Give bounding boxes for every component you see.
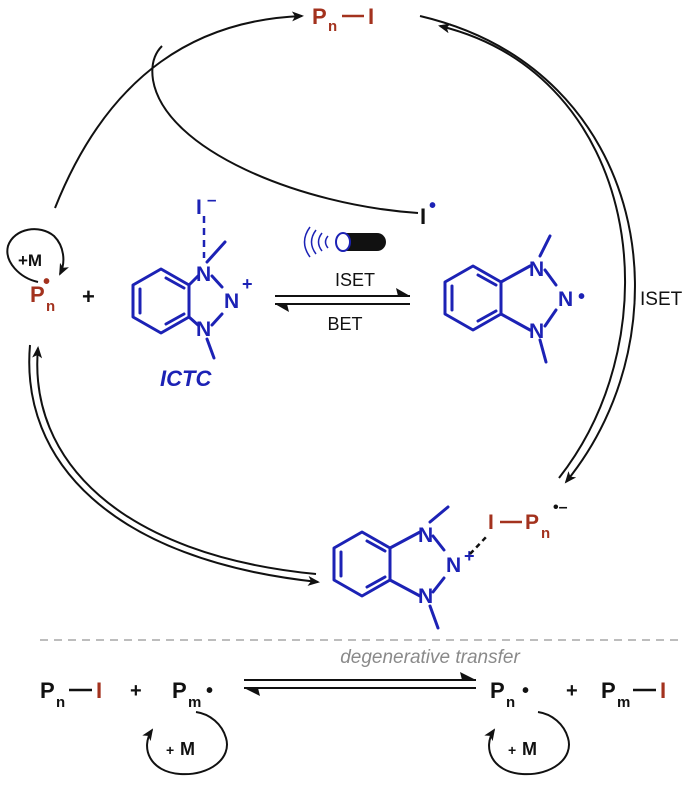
complex-n3: N bbox=[418, 585, 433, 608]
ictc-n1: N bbox=[196, 263, 211, 286]
degenerative-right: P n • + P m I bbox=[490, 678, 666, 711]
left-loop-label: +M bbox=[18, 251, 42, 270]
left-pn-radical: P n • bbox=[30, 271, 55, 315]
complex-n2: N bbox=[446, 554, 461, 577]
dt-right-p: P bbox=[490, 678, 505, 703]
radical-dot: • bbox=[578, 286, 585, 308]
dt-monomer-loop-left: + M bbox=[142, 711, 228, 776]
arc-left-outer bbox=[28, 344, 320, 586]
left-p-sub: n bbox=[46, 298, 55, 315]
bet-label: BET bbox=[327, 314, 362, 334]
ictc-molecule: N N N + I – ICTC bbox=[131, 190, 253, 391]
iodide-charge: – bbox=[207, 190, 216, 209]
radical-n1: N bbox=[529, 258, 544, 281]
ictc-n3: N bbox=[196, 318, 211, 341]
dt-loop-left-m: M bbox=[180, 739, 195, 759]
complex-halogen-bond bbox=[469, 534, 489, 555]
dt-left-p-sub: n bbox=[56, 694, 65, 711]
complex-i: I bbox=[488, 511, 494, 534]
left-monomer-loop: +M bbox=[6, 228, 69, 283]
top-p-sub: n bbox=[328, 18, 337, 35]
dt-left-i: I bbox=[96, 678, 102, 703]
dt-left-pm: P bbox=[172, 678, 187, 703]
top-p: P bbox=[312, 4, 327, 29]
dt-monomer-loop-right: + M bbox=[484, 711, 570, 776]
top-pn-i: P n I bbox=[312, 4, 374, 35]
degenerative-left: P n I + P m • bbox=[40, 678, 213, 711]
ictc-n-plus: + bbox=[242, 274, 253, 294]
ictc-label: ICTC bbox=[160, 366, 212, 391]
arc-left-inner bbox=[32, 346, 317, 575]
arc-radical-to-pn-i bbox=[54, 11, 304, 209]
iodine-radical: I • bbox=[420, 195, 436, 229]
dt-right-pm-sub: m bbox=[617, 694, 630, 711]
dt-left-pm-sub: m bbox=[188, 694, 201, 711]
neutral-radical-molecule: N N N • bbox=[443, 234, 585, 364]
right-iset-label: ISET bbox=[640, 289, 683, 310]
complex-charge: •– bbox=[553, 499, 568, 516]
arc-right-outer bbox=[419, 15, 636, 484]
radical-n2: N bbox=[558, 288, 573, 311]
arc-right-inner bbox=[438, 23, 627, 479]
dt-right-plus: + bbox=[566, 680, 578, 702]
dt-right-pm: P bbox=[601, 678, 616, 703]
iodine-radical-label: I bbox=[420, 204, 426, 229]
dt-right-p-sub: n bbox=[506, 694, 515, 711]
arc-iodine-to-pn-i bbox=[151, 45, 419, 214]
dt-left-p: P bbox=[40, 678, 55, 703]
complex-n-plus: + bbox=[464, 546, 475, 566]
complex-n1: N bbox=[418, 524, 433, 547]
dt-left-plus: + bbox=[130, 680, 142, 702]
light-source-icon bbox=[303, 226, 386, 258]
complex-p-sub: n bbox=[541, 525, 550, 542]
radical-n3: N bbox=[529, 320, 544, 343]
plus-sign: + bbox=[82, 284, 95, 309]
iodine-radical-dot: • bbox=[429, 195, 436, 217]
dt-left-dot: • bbox=[206, 680, 213, 702]
left-p: P bbox=[30, 282, 45, 307]
bottom-complex: N N N + I P n •– bbox=[332, 499, 568, 630]
iset-label: ISET bbox=[335, 270, 375, 290]
dt-right-dot: • bbox=[522, 680, 529, 702]
degenerative-label: degenerative transfer bbox=[340, 647, 520, 668]
dt-loop-right-m: M bbox=[522, 739, 537, 759]
iodide-label: I bbox=[196, 196, 202, 219]
complex-p: P bbox=[525, 511, 539, 534]
top-i: I bbox=[368, 4, 374, 29]
ictc-n2: N bbox=[224, 290, 239, 313]
dt-loop-left-plus: + bbox=[166, 742, 174, 758]
left-p-dot: • bbox=[43, 271, 50, 293]
dt-loop-right-plus: + bbox=[508, 742, 516, 758]
dt-right-i: I bbox=[660, 678, 666, 703]
